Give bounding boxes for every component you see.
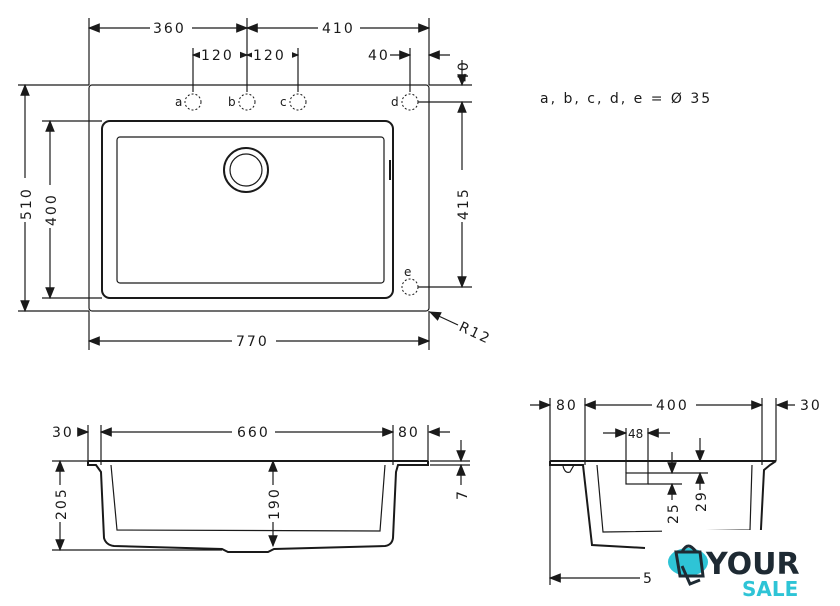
hole-diameter-note: a, b, c, d, e = Ø 35 [540,91,712,107]
dim-660: 660 [237,425,270,441]
dim-80: 80 [398,425,420,441]
dim-770: 770 [236,334,269,350]
dim-205: 205 [54,487,70,520]
dim-side-bottom: 5 [643,571,654,587]
dim-120-a: 120 [201,48,234,64]
dim-side-80: 80 [556,398,578,414]
hole-d [401,93,419,111]
dim-48: 48 [628,427,643,441]
hole-a [184,93,202,111]
dim-side-400: 400 [656,398,689,414]
your-sale-logo: YOUR SALE [662,530,812,606]
hole-label-e: e [404,265,411,279]
dim-25: 25 [666,502,682,524]
logo-line2: SALE [742,577,798,601]
dim-r12: R12 [456,319,493,348]
dim-30: 30 [52,425,74,441]
hole-label-b: b [228,95,236,109]
dim-415: 415 [456,187,472,220]
dim-410: 410 [322,21,355,37]
dim-510: 510 [19,187,35,220]
dim-29: 29 [694,490,710,512]
side-view: 80 400 30 48 25 29 5 [530,398,822,587]
dim-7: 7 [455,489,471,500]
bowl-inner [116,136,385,284]
dim-side-30: 30 [800,398,822,414]
logo-line1: YOUR [705,547,800,582]
sink-outline [88,84,430,312]
hole-label-a: a [175,95,182,109]
overflow-slot [625,472,649,485]
hand-pointer-icon [680,565,701,586]
hole-e [401,278,419,296]
hole-label-c: c [280,95,287,109]
drain-icon [223,147,269,193]
bowl-outline [101,120,394,299]
front-view: 30 660 80 205 190 7 [52,425,471,553]
hole-c [289,93,307,111]
dim-360: 360 [153,21,186,37]
hole-b [238,93,256,111]
dim-40-horizontal: 40 [368,48,390,64]
top-view: a b c d e 360 410 120 120 [18,18,493,350]
hole-label-d: d [391,95,399,109]
dim-400: 400 [44,193,60,226]
dim-190: 190 [267,487,283,520]
dim-120-b: 120 [253,48,286,64]
dim-40-vertical: 40 [456,60,472,82]
